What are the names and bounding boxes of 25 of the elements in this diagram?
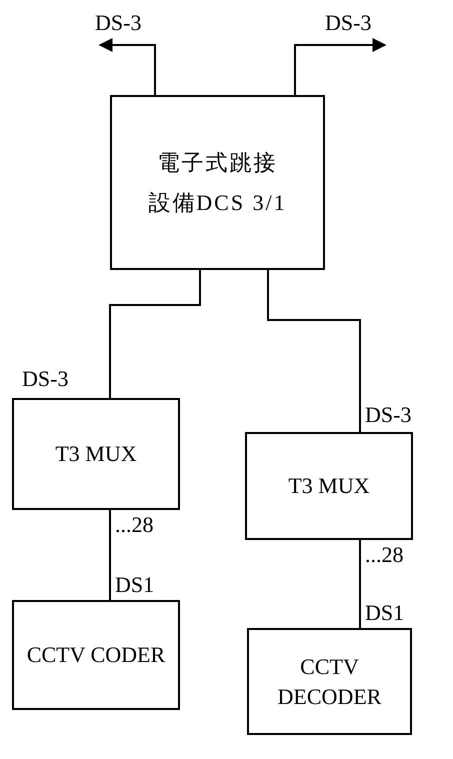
box-label: 設備DCS 3/1: [148, 188, 287, 216]
signal-label: DS1: [365, 602, 404, 624]
process-box: [245, 432, 413, 540]
box-label: T3 MUX: [55, 440, 137, 468]
box-label: CCTV CODER: [26, 641, 166, 669]
process-box: [12, 398, 180, 510]
box-label: 電子式跳接: [158, 148, 278, 176]
process-box: [12, 600, 180, 710]
connector-line: [109, 270, 201, 398]
edge-label: ...28: [365, 544, 404, 566]
edge-label: ...28: [115, 514, 154, 536]
connector-line: [359, 540, 361, 628]
connector-line: [267, 270, 361, 432]
process-box: [247, 628, 412, 735]
box-label: CCTV DECODER: [276, 652, 382, 710]
edge-label: DS-3: [325, 12, 372, 34]
edge-label: DS-3: [95, 12, 142, 34]
edge-label: DS-3: [365, 404, 412, 426]
connector-line: [109, 510, 111, 600]
arrow: [98, 38, 156, 95]
process-box: [110, 95, 325, 270]
arrow: [294, 38, 386, 95]
box-label: T3 MUX: [288, 472, 370, 500]
edge-label: DS-3: [22, 368, 68, 390]
signal-label: DS1: [115, 574, 154, 596]
